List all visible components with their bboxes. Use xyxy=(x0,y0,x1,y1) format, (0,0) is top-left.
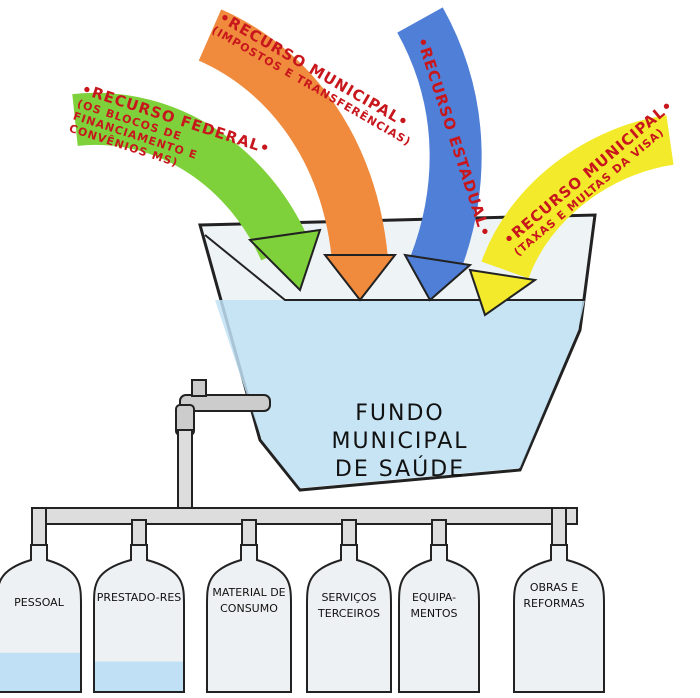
bottle-label-servicos: SERVIÇOS TERCEIROS xyxy=(318,591,380,620)
fund-line-3: DE SAÚDE xyxy=(334,457,466,482)
arrow-estadual-head xyxy=(403,253,473,302)
arrow-municipal-1 xyxy=(198,9,388,263)
tank-water xyxy=(215,300,585,488)
arrow-municipal-1-head xyxy=(322,254,398,302)
bottle-label-prestadores: PRESTADO-RES xyxy=(96,591,182,604)
bottle-water xyxy=(95,661,183,691)
fund-line-1: FUNDO xyxy=(355,401,445,426)
bottle xyxy=(513,544,605,693)
bottle xyxy=(306,544,392,693)
bottle-label-pessoal: PESSOAL xyxy=(14,596,64,609)
bottle-water xyxy=(0,652,80,691)
bottle xyxy=(93,544,185,693)
arrow-federal-head xyxy=(247,228,322,292)
arrow-estadual xyxy=(397,7,482,275)
bottle-label-obras: OBRAS E REFORMAS xyxy=(523,581,585,610)
fund-label: FUNDO MUNICIPAL DE SAÚDE xyxy=(300,400,500,484)
bottle xyxy=(206,544,292,693)
bottle-label-equipamentos: EQUIPA-MENTOS xyxy=(410,591,458,620)
fund-line-2: MUNICIPAL xyxy=(331,429,469,454)
bottle xyxy=(398,544,480,693)
arrow-municipal-2 xyxy=(481,115,675,280)
bottle-label-material: MATERIAL DE CONSUMO xyxy=(212,586,286,615)
pipe-network xyxy=(31,429,578,549)
arrow-federal xyxy=(72,92,309,261)
arrow-municipal-2-head xyxy=(468,268,538,317)
